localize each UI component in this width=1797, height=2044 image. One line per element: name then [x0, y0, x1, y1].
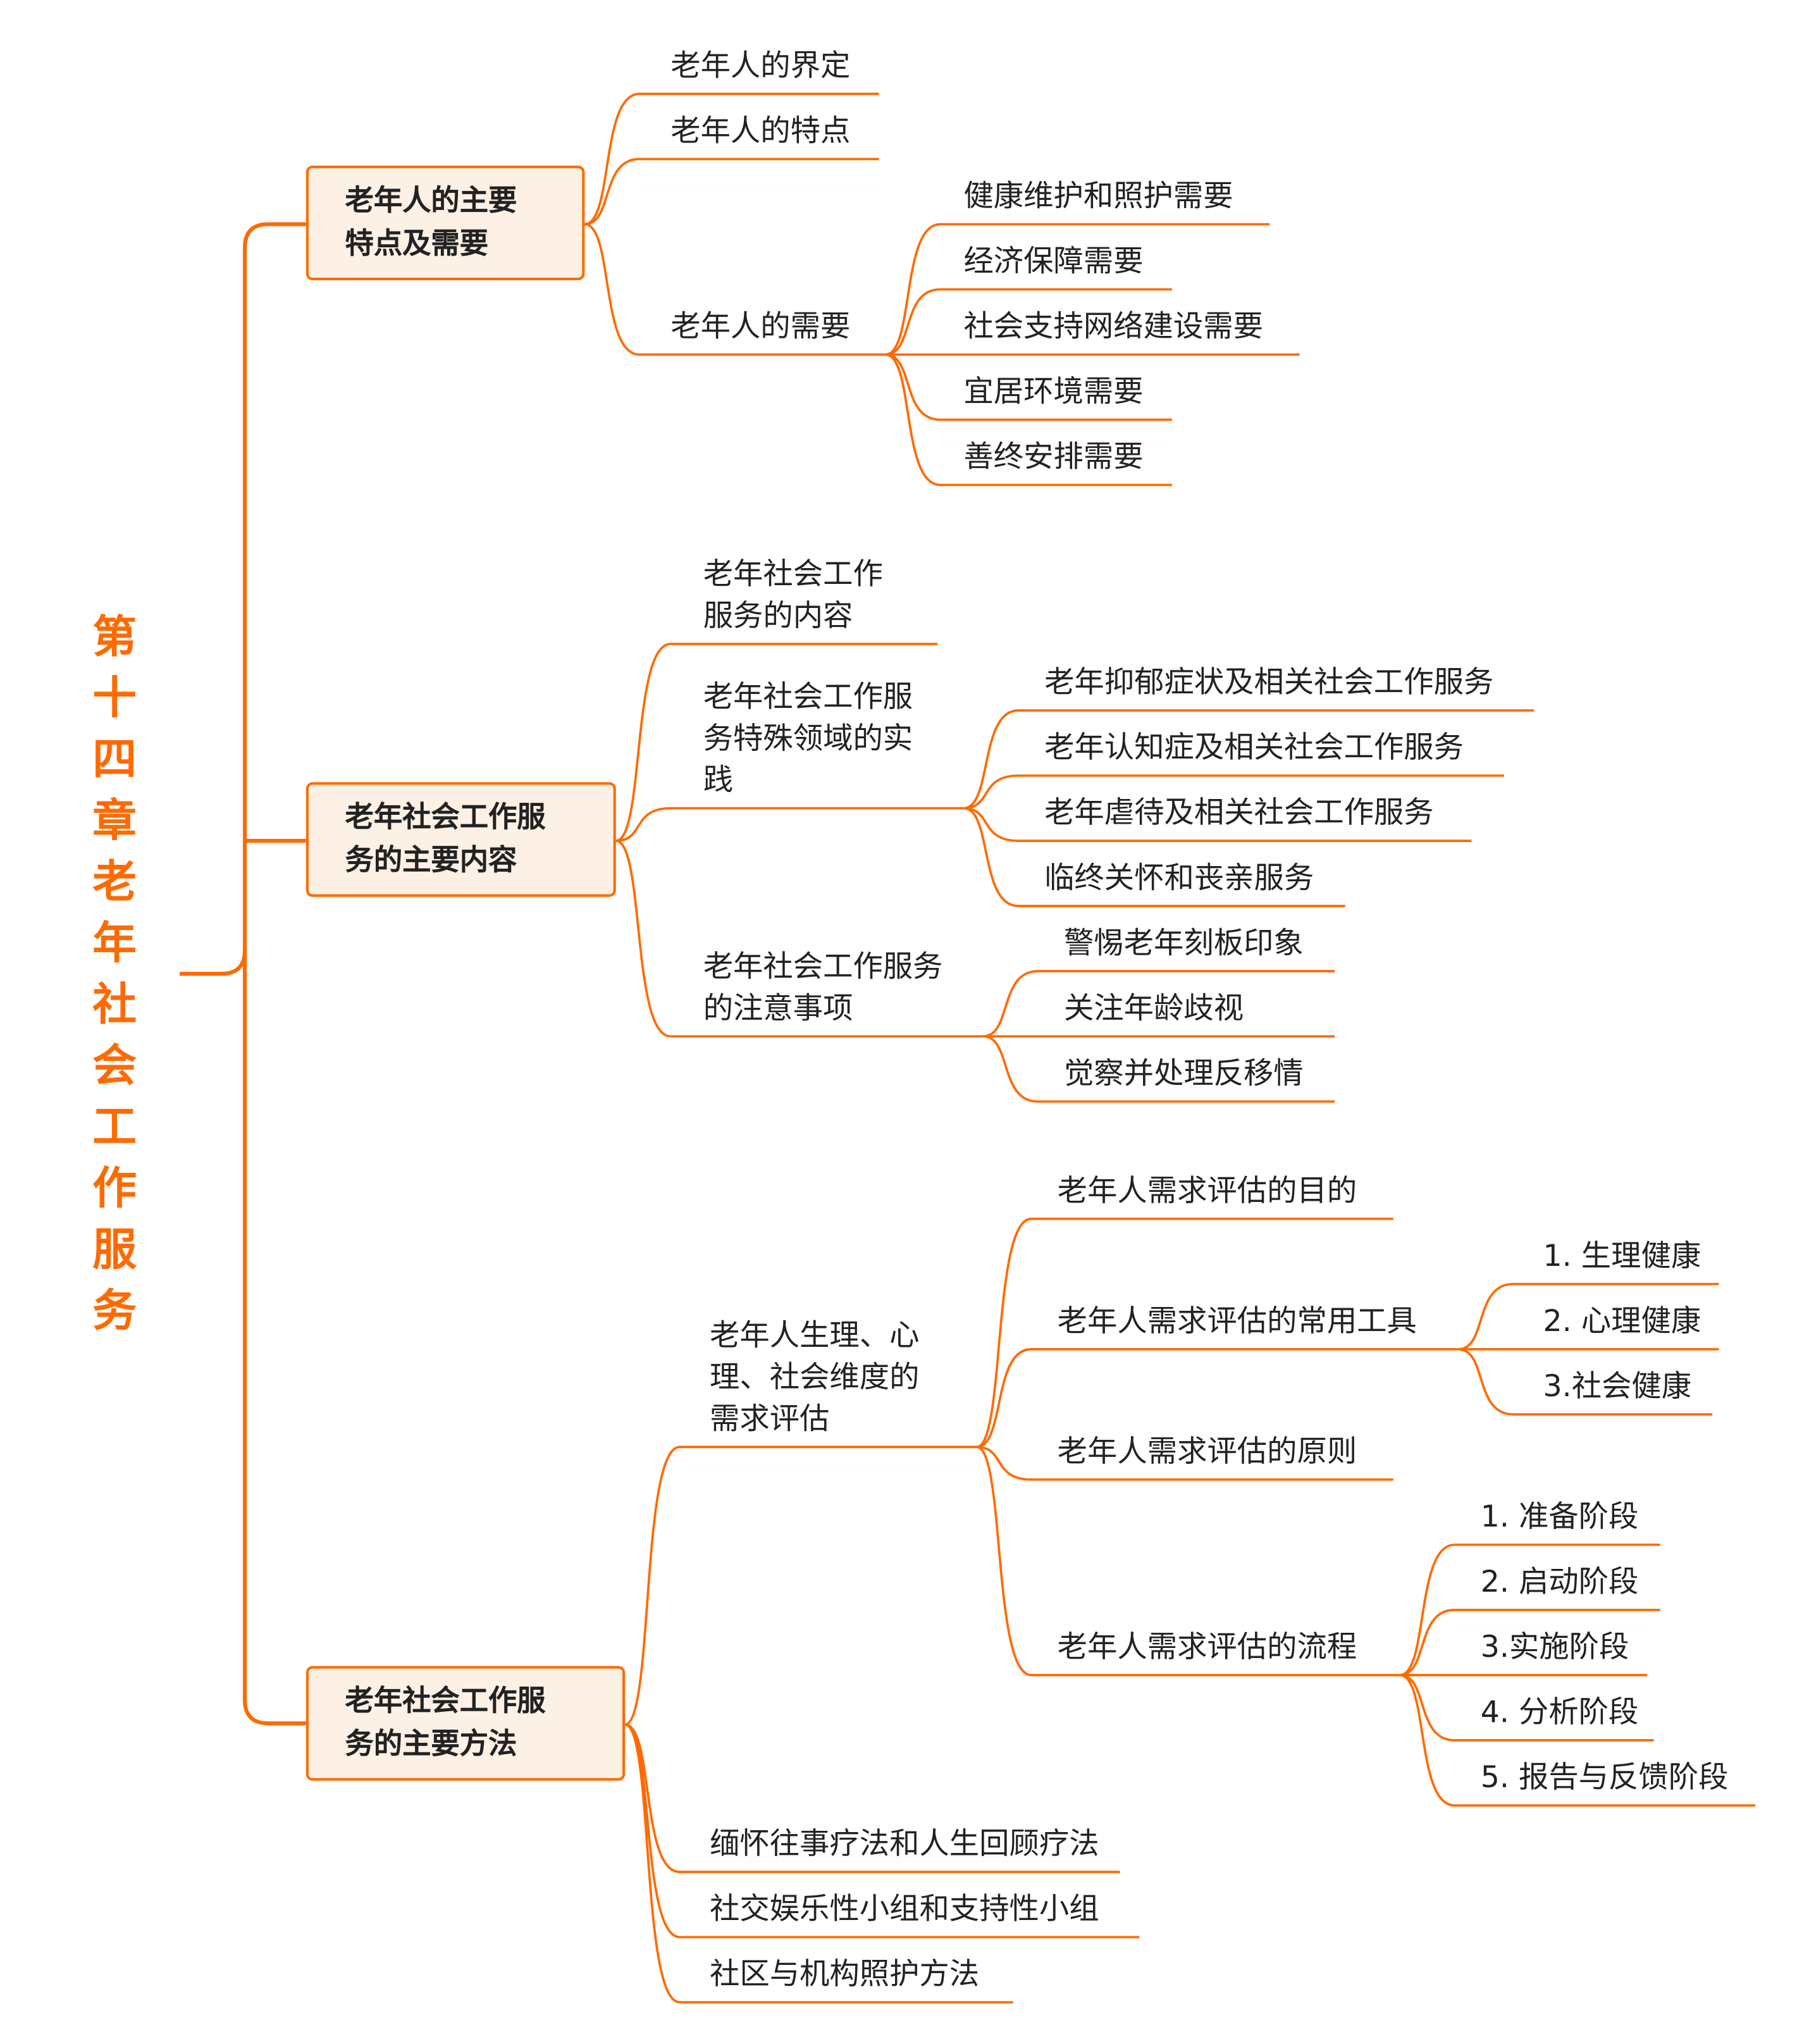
- topic-node[interactable]: 健康维护和照护需要: [963, 180, 1233, 214]
- node-connector: [615, 839, 984, 1038]
- topic-node[interactable]: 老年人生理、心 理、社会维度的 需求评估: [709, 1319, 920, 1437]
- topic-node[interactable]: 老年认知症及相关社会工作服务: [1044, 731, 1464, 765]
- node-connector: [885, 353, 1172, 421]
- topic-node[interactable]: 宜居环境需要: [963, 375, 1144, 410]
- node-connector: [963, 709, 1535, 810]
- root-title[interactable]: 第十四章老年社会工作服务: [92, 611, 137, 1338]
- node-connector: [976, 1446, 1400, 1676]
- node-connector: [976, 1347, 1459, 1449]
- topic-node[interactable]: 社区与机构照护方法: [709, 1958, 980, 1992]
- node-connector: [885, 288, 1172, 356]
- branch-node-characteristics[interactable]: 老年人的主要 特点及需要: [306, 165, 585, 281]
- topic-node[interactable]: 老年人需求评估的目的: [1057, 1174, 1357, 1209]
- topic-node[interactable]: 1. 生理健康: [1543, 1239, 1701, 1274]
- node-connector: [1458, 1347, 1713, 1416]
- topic-node[interactable]: 社交娱乐性小组和支持性小组: [709, 1892, 1099, 1927]
- topic-node[interactable]: 关注年龄歧视: [1063, 992, 1244, 1026]
- topic-node[interactable]: 4. 分析阶段: [1480, 1695, 1639, 1730]
- node-connector: [624, 1446, 977, 1726]
- node-connector: [624, 1723, 1013, 2004]
- node-connector: [983, 970, 1335, 1038]
- topic-node[interactable]: 老年社会工作 服务的内容: [703, 557, 883, 634]
- node-connector: [1399, 1674, 1654, 1742]
- node-connector: [976, 1217, 1393, 1449]
- root-connector: [180, 222, 306, 976]
- topic-node[interactable]: 5. 报告与反馈阶段: [1480, 1761, 1729, 1795]
- topic-node[interactable]: 临终关怀和丧亲服务: [1044, 862, 1314, 896]
- node-connector: [885, 353, 1172, 486]
- topic-node[interactable]: 善终安排需要: [963, 440, 1144, 475]
- topic-node[interactable]: 缅怀往事疗法和人生回顾疗法: [709, 1827, 1099, 1862]
- branch-label: 老年社会工作服 务的主要方法: [345, 1685, 546, 1761]
- node-connector: [885, 223, 1270, 356]
- topic-node[interactable]: 老年人的特点: [670, 115, 851, 149]
- topic-node[interactable]: 老年人的界定: [670, 49, 851, 84]
- node-connector: [1458, 1282, 1719, 1351]
- topic-node[interactable]: 老年社会工作服务 的注意事项: [703, 950, 943, 1026]
- topic-node[interactable]: 2. 启动阶段: [1480, 1565, 1639, 1600]
- topic-node[interactable]: 经济保障需要: [963, 245, 1144, 279]
- branch-label: 老年人的主要 特点及需要: [345, 185, 517, 261]
- node-connector: [976, 1446, 1393, 1481]
- topic-node[interactable]: 老年人的需要: [670, 310, 851, 344]
- node-connector: [1399, 1674, 1756, 1807]
- node-connector: [624, 1723, 1120, 1873]
- topic-node[interactable]: 老年抑郁症状及相关社会工作服务: [1044, 666, 1494, 700]
- node-connector: [584, 223, 886, 356]
- node-connector: [983, 1035, 1335, 1103]
- node-connector: [963, 807, 1345, 907]
- topic-node[interactable]: 老年人需求评估的流程: [1057, 1630, 1357, 1665]
- node-connector: [615, 643, 938, 842]
- node-connector: [1399, 1608, 1660, 1676]
- topic-node[interactable]: 社会支持网络建设需要: [963, 310, 1263, 344]
- topic-node[interactable]: 警惕老年刻板印象: [1063, 927, 1304, 961]
- topic-node[interactable]: 1. 准备阶段: [1480, 1500, 1639, 1535]
- topic-node[interactable]: 老年人需求评估的原则: [1057, 1435, 1357, 1470]
- topic-node[interactable]: 老年社会工作服 务特殊领域的实 践: [703, 680, 913, 798]
- topic-node[interactable]: 3.社会健康: [1543, 1370, 1692, 1404]
- node-connector: [1399, 1543, 1660, 1676]
- topic-node[interactable]: 觉察并处理反移情: [1063, 1057, 1304, 1091]
- topic-node[interactable]: 2. 心理健康: [1543, 1304, 1701, 1339]
- branch-label: 老年社会工作服 务的主要内容: [345, 802, 546, 877]
- node-connector: [584, 158, 879, 226]
- branch-node-methods[interactable]: 老年社会工作服 务的主要方法: [306, 1666, 626, 1781]
- topic-node[interactable]: 3.实施阶段: [1480, 1630, 1629, 1665]
- topic-node[interactable]: 老年虐待及相关社会工作服务: [1044, 796, 1434, 831]
- node-connector: [584, 92, 879, 226]
- node-connector: [963, 774, 1504, 810]
- topic-node[interactable]: 老年人需求评估的常用工具: [1057, 1304, 1417, 1339]
- node-connector: [963, 807, 1472, 842]
- node-connector: [615, 807, 964, 842]
- root-connector: [242, 950, 306, 1726]
- branch-node-content[interactable]: 老年社会工作服 务的主要内容: [306, 782, 616, 897]
